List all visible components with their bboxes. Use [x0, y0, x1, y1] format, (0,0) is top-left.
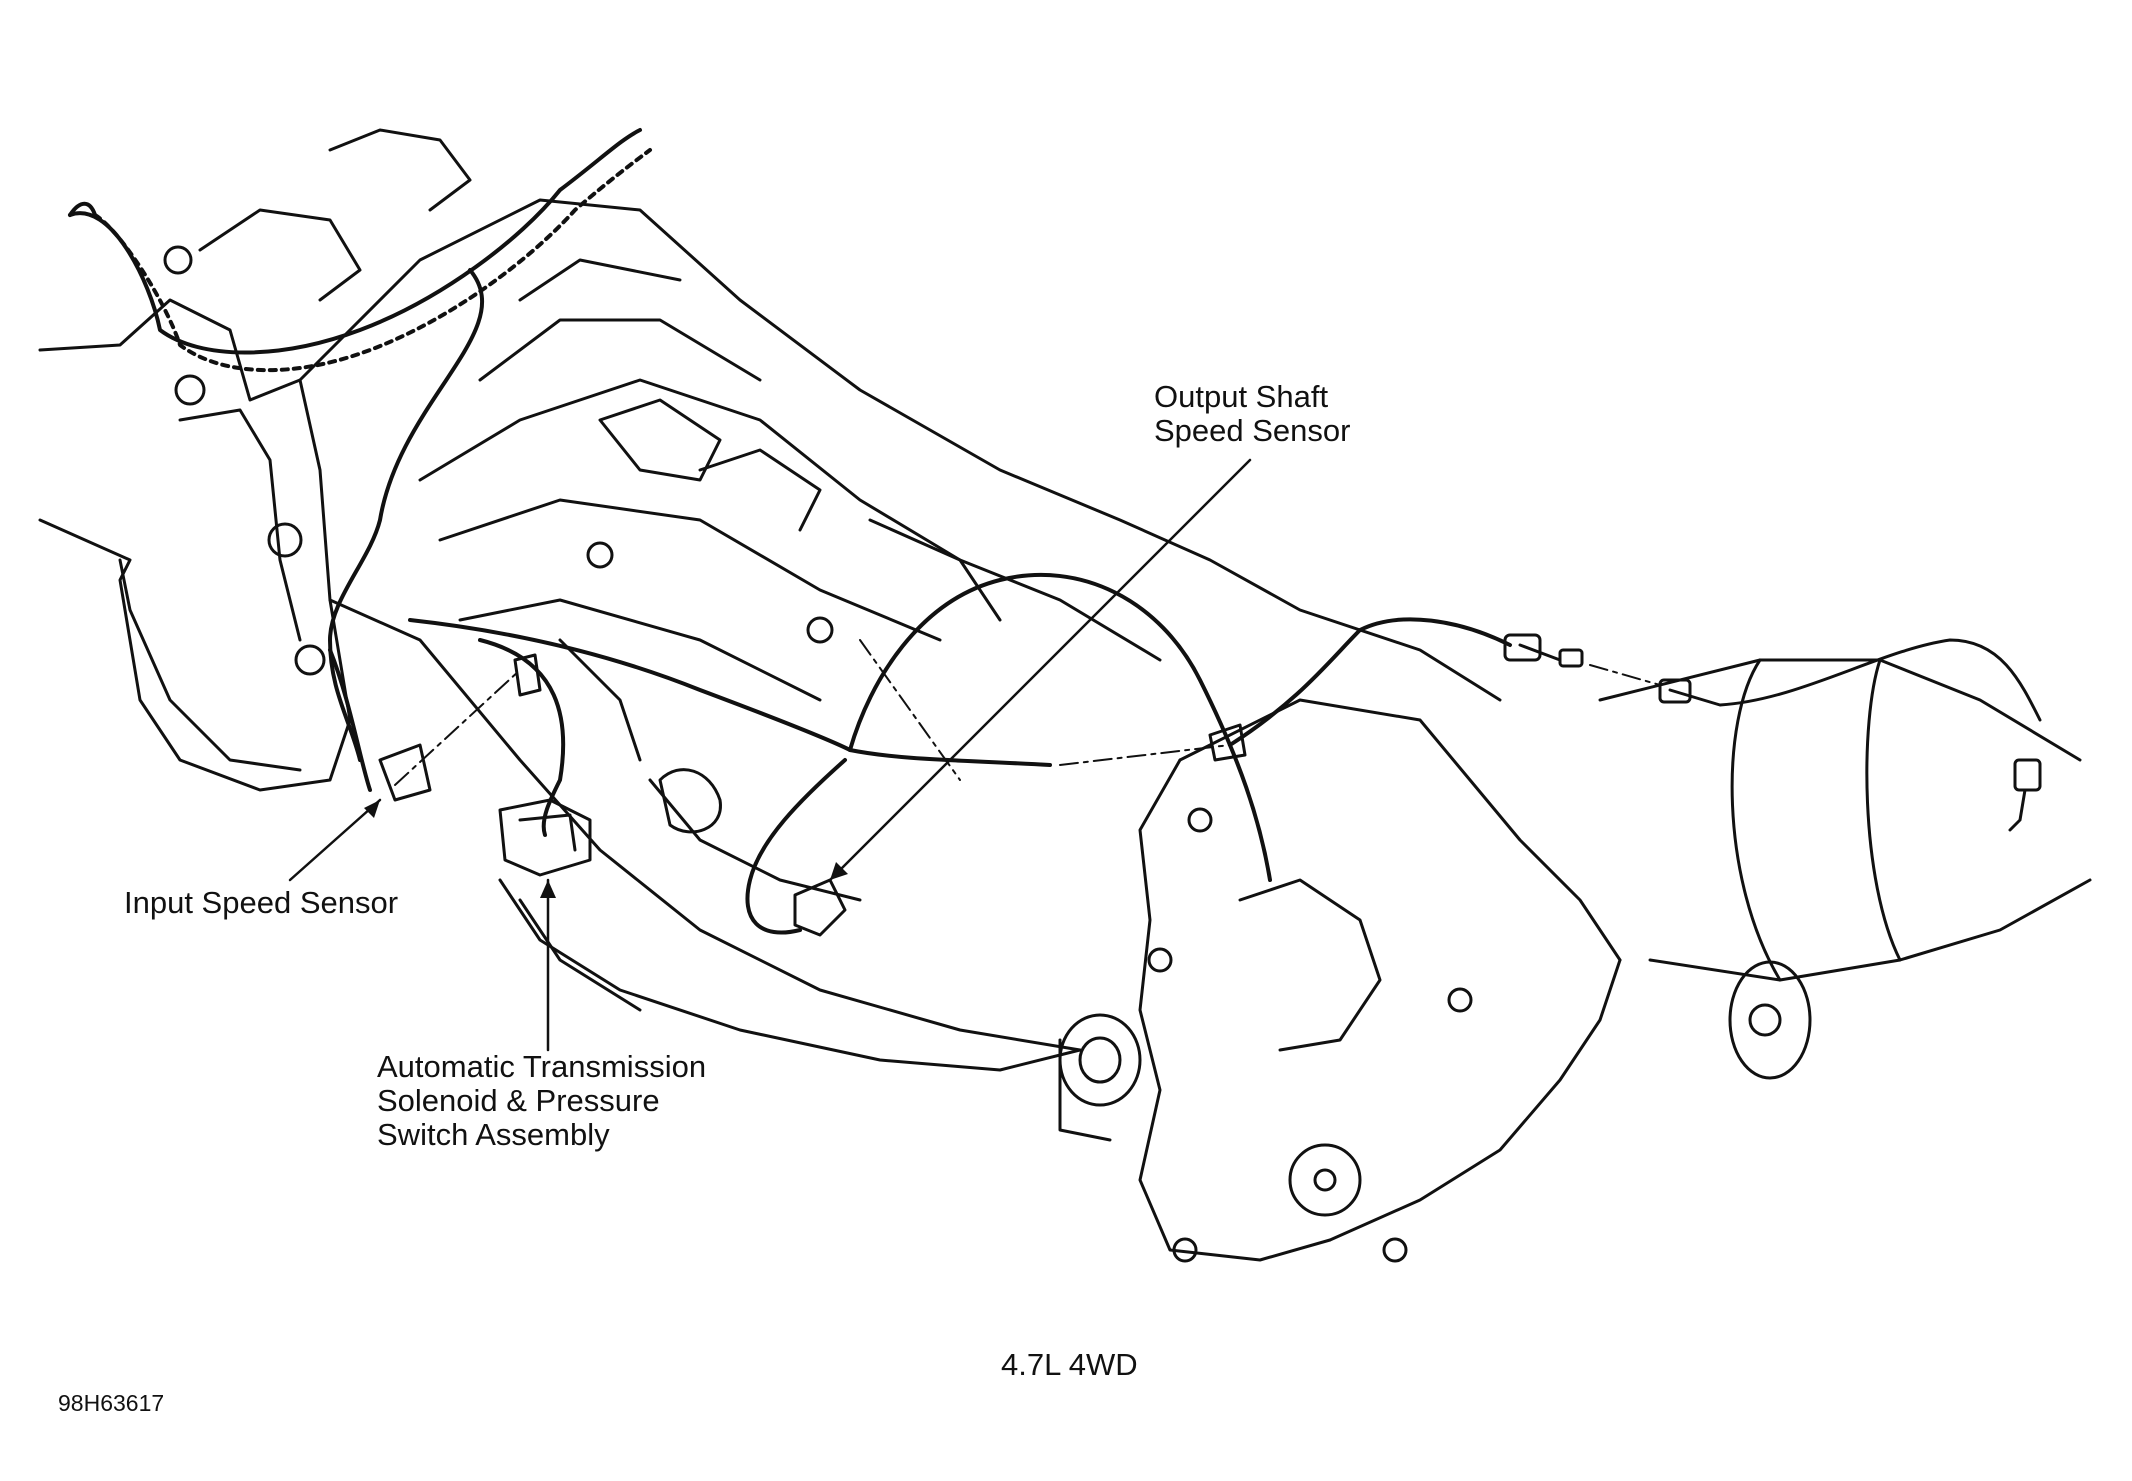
output-shaft-speed-sensor-label: Output Shaft Speed Sensor — [1154, 380, 1350, 448]
arrowhead-input-speed — [364, 800, 380, 818]
output-speed-sensor — [793, 723, 1247, 937]
transfer-case — [1138, 698, 1622, 1263]
transmission-case — [298, 198, 1502, 1052]
input-speed-sensor-label: Input Speed Sensor — [124, 885, 399, 920]
output-shaft-speed-sensor-label-line-2: Speed Sensor — [1154, 413, 1351, 448]
leader-arrowheads — [364, 800, 848, 898]
output-shaft-speed-sensor-label-line-1: Output Shaft — [1154, 379, 1329, 414]
solenoid-label-line-3: Switch Assembly — [377, 1117, 610, 1152]
input-speed-sensor — [378, 653, 542, 802]
branch-harnesses — [328, 268, 1512, 935]
output-shaft — [1598, 658, 2092, 1080]
figure-code: 98H63617 — [58, 1390, 165, 1416]
front-output-flange — [1058, 1013, 1142, 1142]
oil-pan — [498, 878, 1082, 1072]
leader-input-speed — [288, 798, 382, 882]
assembly-lines — [394, 639, 1661, 786]
engine-bellhousing — [38, 128, 472, 792]
solenoid-pressure-switch-label: Automatic Transmission Solenoid & Pressu… — [377, 1050, 706, 1152]
arrowhead-solenoid — [540, 880, 556, 898]
solenoid-label-line-1: Automatic Transmission — [377, 1049, 707, 1084]
arrowhead-output-shaft — [830, 862, 848, 880]
output-sensor-cable — [1503, 633, 2042, 832]
leader-lines — [288, 458, 1252, 1052]
figure-caption: 4.7L 4WD — [1001, 1347, 1138, 1382]
main-harness — [68, 128, 652, 373]
leader-output-shaft — [828, 458, 1252, 882]
solenoid-label-line-2: Solenoid & Pressure — [377, 1083, 660, 1118]
